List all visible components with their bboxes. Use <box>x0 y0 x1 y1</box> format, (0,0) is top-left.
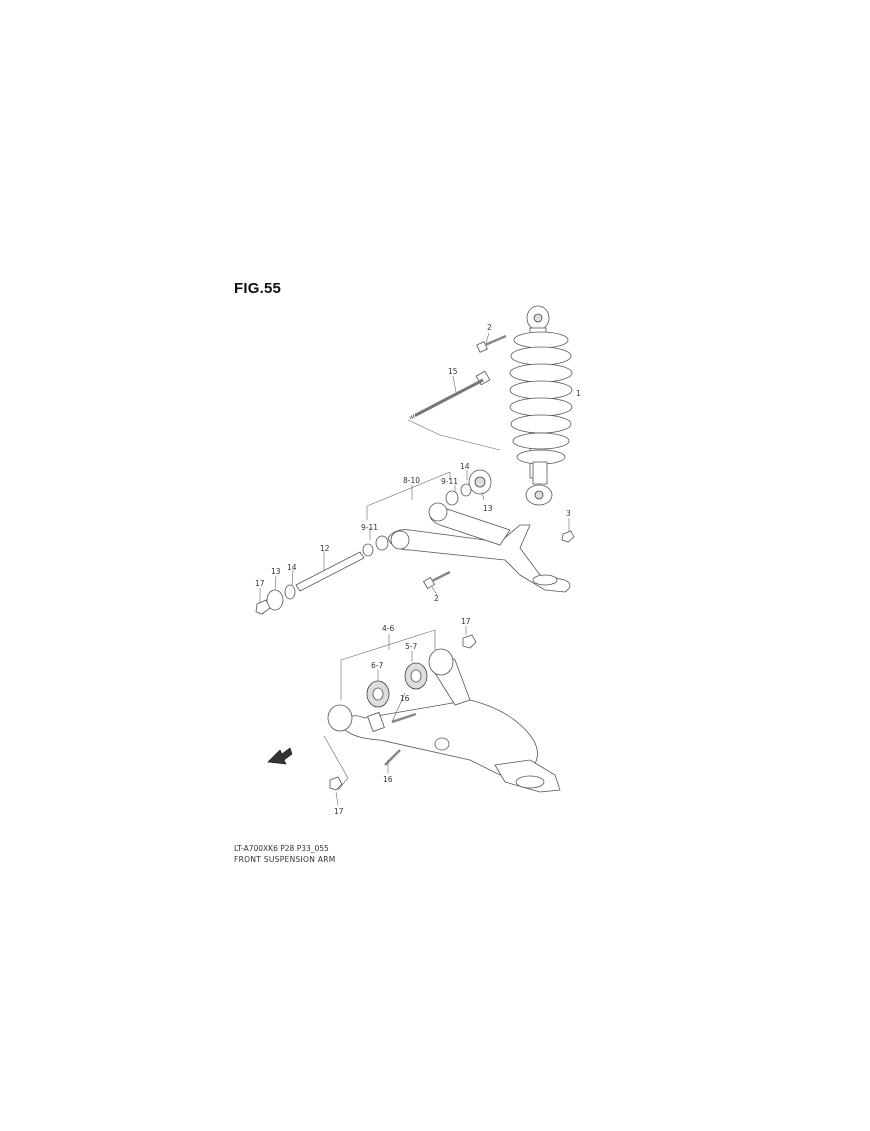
figure-title: FIG.55 <box>234 280 282 297</box>
callout-8-10: 8-10 <box>403 476 420 485</box>
bolts-16[interactable] <box>384 712 417 766</box>
callout-2-mid: 2 <box>434 594 439 603</box>
front-direction-arrow-icon <box>267 747 293 765</box>
callout-1: 1 <box>576 389 581 398</box>
callout-16-top: 16 <box>400 694 410 703</box>
callout-9-11-left: 9-11 <box>361 523 378 532</box>
lower-suspension-arm[interactable] <box>327 648 561 793</box>
callout-14-top: 14 <box>460 462 470 471</box>
callout-17-left: 17 <box>255 579 265 588</box>
callout-13-left: 13 <box>271 567 281 576</box>
upper-bushings[interactable] <box>362 469 492 557</box>
figure-code: LT-A700XK6 P28 P33_055 <box>234 844 329 853</box>
nuts-17[interactable] <box>329 634 477 791</box>
callout-13-top: 13 <box>483 504 493 513</box>
callout-16-bottom: 16 <box>383 775 393 784</box>
pipe-12[interactable] <box>295 551 365 592</box>
callout-4-6: 4-6 <box>382 624 394 633</box>
bolt-2-mid[interactable] <box>422 570 451 590</box>
left-washers[interactable] <box>255 584 296 615</box>
lower-bushings[interactable] <box>366 662 428 733</box>
upper-suspension-arm[interactable] <box>387 502 571 593</box>
figure-name: FRONT SUSPENSION ARM <box>234 855 336 864</box>
callouts: 1 2 15 14 8-10 9-11 13 3 9-11 12 13 14 1… <box>255 323 581 816</box>
shock-spring <box>509 331 573 465</box>
callout-3: 3 <box>566 509 571 518</box>
bolt-15[interactable] <box>409 370 491 420</box>
callout-12: 12 <box>320 544 330 553</box>
callout-15: 15 <box>448 367 458 376</box>
callout-5-7: 5-7 <box>405 642 417 651</box>
callout-17-right: 17 <box>461 617 471 626</box>
callout-9-11-top: 9-11 <box>441 477 458 486</box>
bolt-2-top[interactable] <box>476 334 507 353</box>
nut-3[interactable] <box>561 530 575 543</box>
callout-6-7: 6-7 <box>371 661 383 670</box>
leader-lines <box>259 332 571 806</box>
callout-17-bottom: 17 <box>334 807 344 816</box>
callout-2-top: 2 <box>487 323 492 332</box>
shock-absorber[interactable] <box>509 305 573 506</box>
callout-14-left: 14 <box>287 563 297 572</box>
